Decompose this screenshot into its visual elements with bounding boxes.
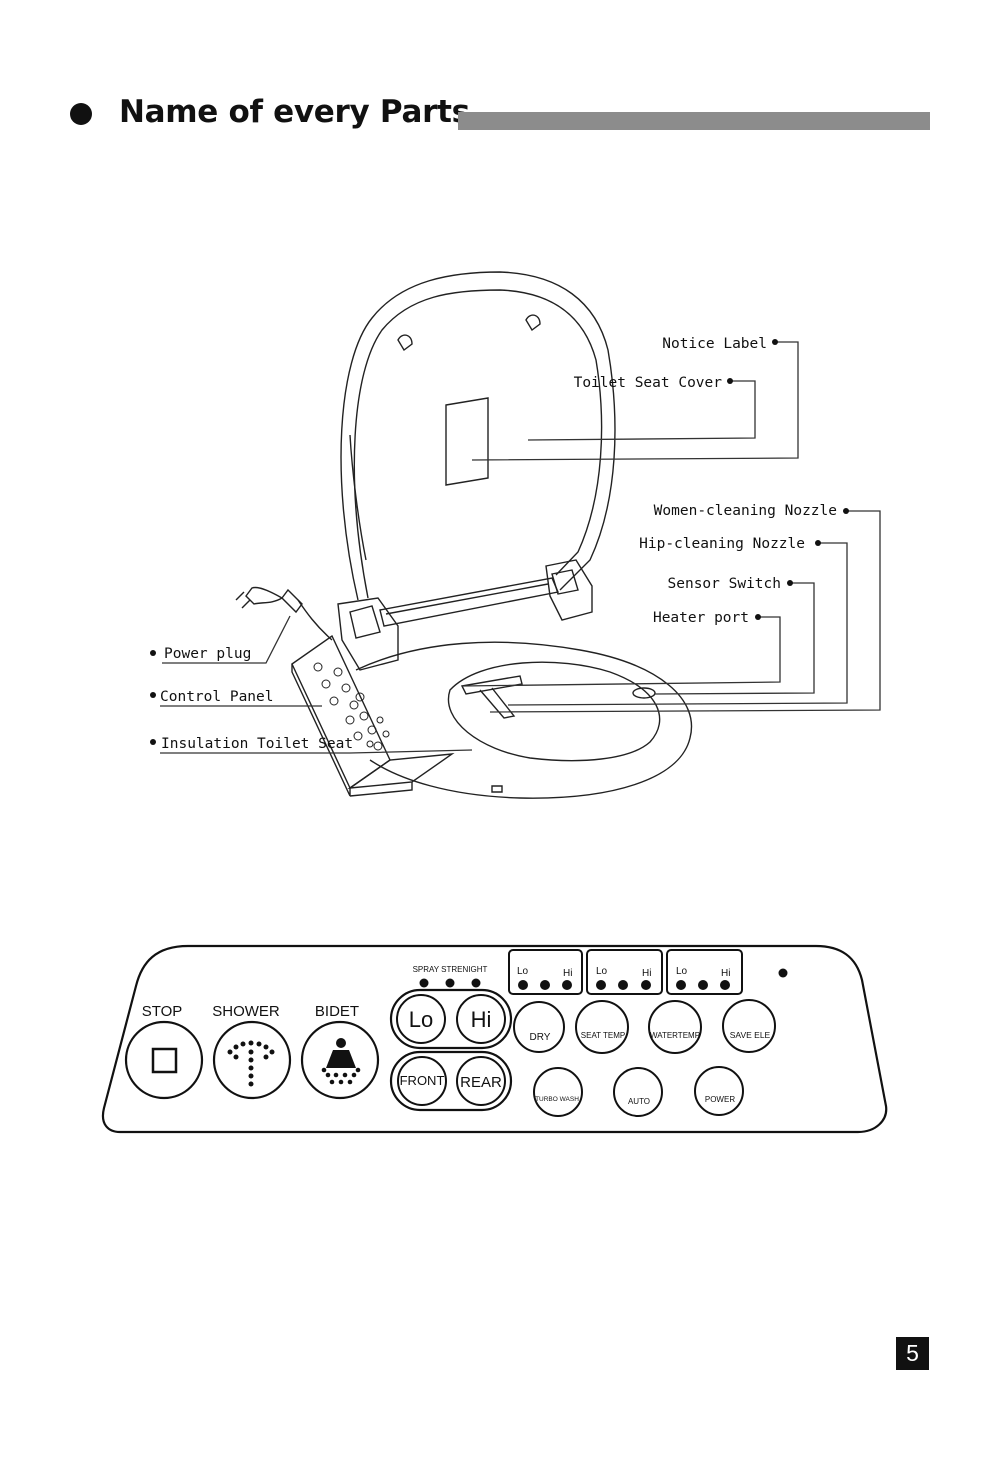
stop-icon xyxy=(151,1047,178,1074)
stop-button[interactable] xyxy=(124,1020,204,1100)
leader-seat-cover xyxy=(527,380,756,441)
spray-indicator-2 xyxy=(445,978,455,988)
svg-text:Hi: Hi xyxy=(721,968,730,979)
bidet-icon xyxy=(321,1038,361,1085)
auto-button[interactable]: AUTO xyxy=(613,1067,663,1117)
control-panel: SPRAY STRENIGHT Lo Hi Lo Hi Lo Hi STOP S… xyxy=(101,944,888,1134)
dry-button[interactable]: DRY xyxy=(513,1001,565,1053)
rear-button[interactable]: REAR xyxy=(456,1056,506,1106)
power-button[interactable]: POWER xyxy=(694,1066,744,1116)
label-power-plug: Power plug xyxy=(164,646,251,662)
label-notice-label: Notice Label xyxy=(662,336,767,352)
level-indicator-dry: Lo Hi xyxy=(508,949,583,995)
label-control-panel: Control Panel xyxy=(160,689,274,705)
front-button[interactable]: FRONT xyxy=(397,1056,447,1106)
leader-heater-port xyxy=(461,616,781,687)
leader-sensor-switch xyxy=(654,582,815,695)
leader-power-plug xyxy=(162,615,291,664)
page-title: Name of every Parts xyxy=(119,94,470,130)
water-temp-button[interactable]: WATERTEMP xyxy=(648,1000,702,1054)
heading-bullet-icon xyxy=(70,103,92,125)
toilet-seat-illustration xyxy=(235,271,693,799)
svg-text:Lo: Lo xyxy=(409,1007,433,1032)
label-insulation-seat: Insulation Toilet Seat xyxy=(161,736,353,752)
svg-text:SEAT TEMP: SEAT TEMP xyxy=(581,1031,625,1040)
svg-text:POWER: POWER xyxy=(705,1095,735,1104)
level-indicator-water-temp: Lo Hi xyxy=(666,949,743,995)
control-panel-outline xyxy=(101,944,888,1134)
leader-hip-nozzle xyxy=(507,542,848,706)
svg-text:SAVE ELE: SAVE ELE xyxy=(730,1030,771,1040)
spray-strength-group xyxy=(389,988,513,1050)
shower-label: SHOWER xyxy=(212,1003,280,1020)
label-toilet-seat-cover: Toilet Seat Cover xyxy=(574,375,723,391)
svg-text:Hi: Hi xyxy=(642,968,651,979)
nozzle-position-group xyxy=(389,1050,513,1112)
page-number: 5 xyxy=(896,1337,929,1370)
shower-icon xyxy=(227,1040,275,1087)
svg-text:REAR: REAR xyxy=(460,1074,502,1091)
power-indicator xyxy=(778,968,788,978)
spray-indicator-1 xyxy=(419,978,429,988)
svg-text:Hi: Hi xyxy=(471,1007,492,1032)
leader-notice-label xyxy=(471,341,799,461)
svg-text:Lo: Lo xyxy=(676,966,688,977)
bidet-button[interactable] xyxy=(300,1020,380,1100)
turbo-wash-button[interactable]: TURBO WASH xyxy=(533,1067,583,1117)
level-indicator-seat-temp: Lo Hi xyxy=(586,949,663,995)
save-ele-button[interactable]: SAVE ELE xyxy=(722,999,776,1053)
section-heading: Name of every Parts xyxy=(66,94,936,138)
hi-button[interactable]: Hi xyxy=(456,994,506,1044)
shower-button[interactable] xyxy=(212,1020,292,1100)
label-heater-port: Heater port xyxy=(653,610,749,626)
spray-strength-label: SPRAY STRENIGHT xyxy=(413,965,488,974)
callout-leaders xyxy=(160,341,881,754)
svg-text:DRY: DRY xyxy=(530,1032,551,1043)
svg-text:TURBO WASH: TURBO WASH xyxy=(535,1096,579,1103)
svg-text:Lo: Lo xyxy=(596,966,608,977)
label-sensor-switch: Sensor Switch xyxy=(668,576,782,592)
stop-label: STOP xyxy=(142,1003,183,1020)
seat-temp-button[interactable]: SEAT TEMP xyxy=(575,1000,629,1054)
spray-indicator-3 xyxy=(471,978,481,988)
svg-text:FRONT: FRONT xyxy=(400,1073,445,1088)
svg-text:Lo: Lo xyxy=(517,966,529,977)
bidet-label: BIDET xyxy=(315,1003,359,1020)
leader-insulation-seat xyxy=(160,749,473,754)
label-hip-nozzle: Hip-cleaning Nozzle xyxy=(639,536,805,552)
svg-text:Hi: Hi xyxy=(563,968,572,979)
lo-button[interactable]: Lo xyxy=(396,994,446,1044)
label-women-nozzle: Women-cleaning Nozzle xyxy=(654,503,837,519)
svg-text:WATERTEMP: WATERTEMP xyxy=(650,1031,700,1040)
svg-text:AUTO: AUTO xyxy=(628,1097,650,1106)
leader-women-nozzle xyxy=(489,510,881,713)
heading-rule xyxy=(458,112,930,130)
callout-dots xyxy=(150,339,849,745)
